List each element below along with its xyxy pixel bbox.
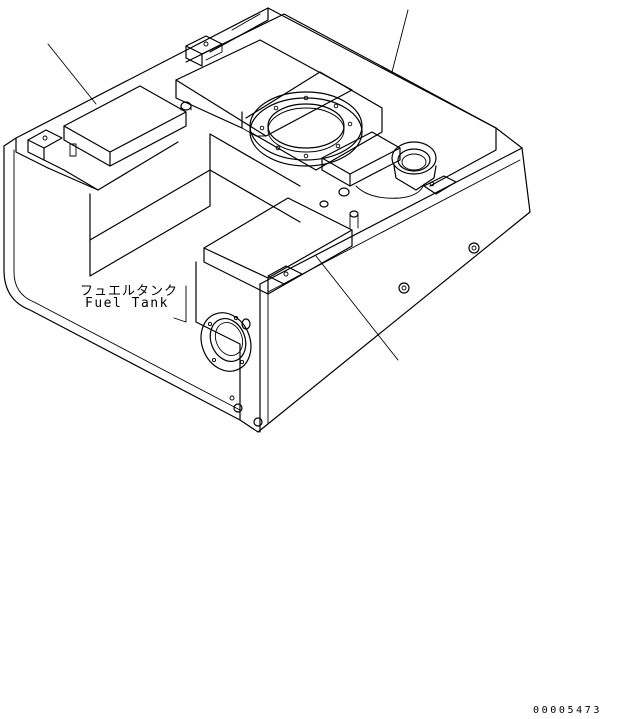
leader-line-bottom-right xyxy=(315,255,399,361)
top-deck xyxy=(15,7,497,191)
part-label-english: Fuel Tank xyxy=(85,296,169,311)
filler-neck xyxy=(391,141,457,195)
leader-line-fuel-tank xyxy=(173,285,187,323)
central-well xyxy=(89,133,301,277)
side-flange xyxy=(200,312,252,372)
leader-lines xyxy=(47,9,409,361)
leader-line-top-left xyxy=(47,43,97,105)
left-upper-plate xyxy=(27,85,187,191)
bosses xyxy=(180,101,480,427)
right-plate xyxy=(321,131,425,199)
top-flange xyxy=(249,91,363,167)
leader-line-top-right xyxy=(391,9,409,73)
raised-plate-top xyxy=(175,39,383,171)
tank-outline xyxy=(3,7,531,433)
part-label-japanese: フュエルタンク xyxy=(80,284,179,299)
drawing-number: 00005473 xyxy=(533,705,602,716)
front-plate xyxy=(203,197,353,295)
rear-tab xyxy=(185,13,261,67)
